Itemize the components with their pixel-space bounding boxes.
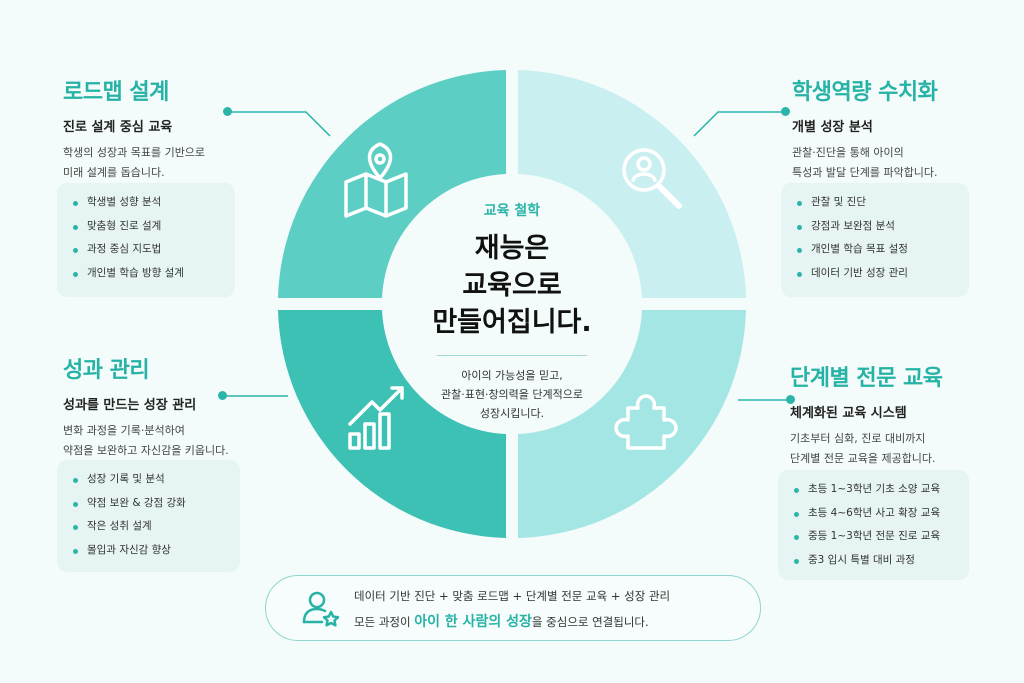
roadmap-title: 로드맵 설계 bbox=[63, 80, 169, 105]
quantify-list: 관찰 및 진단 강점과 보완점 분석 개인별 학습 목표 설정 데이터 기반 성… bbox=[795, 191, 955, 285]
puzzle-icon bbox=[614, 394, 678, 450]
section-roadmap: 로드맵 설계 진로 설계 중심 교육 학생의 성장과 목표를 기반으로 미래 설… bbox=[63, 74, 263, 183]
summary-highlight: 아이 한 사람의 성장 bbox=[414, 614, 532, 630]
performance-desc: 변화 과정을 기록·분석하여 약점을 보완하고 자신감을 키웁니다. bbox=[63, 424, 229, 457]
performance-list-box: 성장 기록 및 분석 약점 보완 & 강점 강화 작은 성취 설계 몰입과 자신… bbox=[57, 460, 240, 572]
center-panel: 교육 철학 재능은 교육으로 만들어집니다. 아이의 가능성을 믿고, 관찰·표… bbox=[382, 200, 642, 423]
list-item: 관찰 및 진단 bbox=[795, 191, 955, 215]
ring-diagram bbox=[278, 70, 746, 538]
connector-dot-performance bbox=[218, 391, 227, 400]
list-item: 데이터 기반 성장 관리 bbox=[795, 262, 955, 286]
performance-subtitle: 성과를 만드는 성장 관리 bbox=[63, 398, 197, 413]
roadmap-list-box: 학생별 성향 분석 맞춤형 진로 설계 과정 중심 지도법 개인별 학습 방향 … bbox=[57, 183, 235, 297]
quantify-desc: 관찰·진단을 통해 아이의 특성과 발달 단계를 파악합니다. bbox=[792, 146, 938, 179]
quadrant-stage bbox=[518, 310, 746, 538]
list-item: 초등 1~3학년 기초 소양 교육 bbox=[792, 478, 955, 502]
list-item: 성장 기록 및 분석 bbox=[71, 468, 226, 492]
list-item: 중등 1~3학년 전문 진로 교육 bbox=[792, 525, 955, 549]
user-star-icon bbox=[302, 591, 340, 627]
roadmap-desc: 학생의 성장과 목표를 기반으로 미래 설계를 돕습니다. bbox=[63, 146, 206, 179]
quantify-title: 학생역량 수치화 bbox=[792, 80, 938, 105]
list-item: 개인별 학습 방향 설계 bbox=[71, 262, 221, 286]
stage-subtitle: 체계화된 교육 시스템 bbox=[790, 406, 907, 421]
list-item: 강점과 보완점 분석 bbox=[795, 215, 955, 239]
quadrant-roadmap bbox=[278, 70, 506, 298]
center-label: 교육 철학 bbox=[483, 203, 541, 219]
connector-dot-stage bbox=[786, 395, 795, 404]
performance-list: 성장 기록 및 분석 약점 보완 & 강점 강화 작은 성취 설계 몰입과 자신… bbox=[71, 468, 226, 562]
section-quantify: 학생역량 수치화 개별 성장 분석 관찰·진단을 통해 아이의 특성과 발달 단… bbox=[792, 74, 1012, 183]
summary-box: 데이터 기반 진단 + 맞춤 로드맵 + 단계별 전문 교육 + 성장 관리 모… bbox=[265, 575, 761, 641]
summary-line2: 모든 과정이 아이 한 사람의 성장을 중심으로 연결됩니다. bbox=[354, 614, 649, 630]
list-item: 학생별 성향 분석 bbox=[71, 191, 221, 215]
stage-list: 초등 1~3학년 기초 소양 교육 초등 4~6학년 사고 확장 교육 중등 1… bbox=[792, 478, 955, 572]
list-item: 약점 보완 & 강점 강화 bbox=[71, 492, 226, 516]
roadmap-subtitle: 진로 설계 중심 교육 bbox=[63, 120, 173, 135]
stage-list-box: 초등 1~3학년 기초 소양 교육 초등 4~6학년 사고 확장 교육 중등 1… bbox=[778, 470, 969, 580]
list-item: 초등 4~6학년 사고 확장 교육 bbox=[792, 502, 955, 526]
list-item: 작은 성취 설계 bbox=[71, 515, 226, 539]
section-stage: 단계별 전문 교육 체계화된 교육 시스템 기초부터 심화, 진로 대비까지 단… bbox=[790, 360, 1015, 469]
connector-dot-quantify bbox=[781, 107, 790, 116]
list-item: 과정 중심 지도법 bbox=[71, 238, 221, 262]
quantify-list-box: 관찰 및 진단 강점과 보완점 분석 개인별 학습 목표 설정 데이터 기반 성… bbox=[781, 183, 969, 297]
growth-chart-icon bbox=[348, 386, 404, 450]
map-pin-icon bbox=[344, 142, 408, 218]
stage-desc: 기초부터 심화, 진로 대비까지 단계별 전문 교육을 제공합니다. bbox=[790, 432, 936, 465]
center-divider bbox=[437, 355, 587, 356]
section-performance: 성과 관리 성과를 만드는 성장 관리 변화 과정을 기록·분석하여 약점을 보… bbox=[63, 352, 278, 461]
list-item: 맞춤형 진로 설계 bbox=[71, 215, 221, 239]
list-item: 중3 입시 특별 대비 과정 bbox=[792, 549, 955, 573]
performance-title: 성과 관리 bbox=[63, 358, 150, 383]
list-item: 개인별 학습 목표 설정 bbox=[795, 238, 955, 262]
roadmap-list: 학생별 성향 분석 맞춤형 진로 설계 과정 중심 지도법 개인별 학습 방향 … bbox=[71, 191, 221, 285]
quantify-subtitle: 개별 성장 분석 bbox=[792, 120, 873, 135]
center-title: 재능은 교육으로 만들어집니다. bbox=[432, 233, 592, 338]
summary-line1: 데이터 기반 진단 + 맞춤 로드맵 + 단계별 전문 교육 + 성장 관리 bbox=[354, 589, 671, 603]
connector-dot-roadmap bbox=[223, 107, 232, 116]
center-desc: 아이의 가능성을 믿고, 관찰·표현·창의력을 단계적으로 성장시킵니다. bbox=[440, 369, 584, 420]
stage-title: 단계별 전문 교육 bbox=[790, 366, 943, 391]
magnifier-person-icon bbox=[622, 148, 682, 209]
list-item: 몰입과 자신감 향상 bbox=[71, 539, 226, 563]
quadrant-performance bbox=[278, 310, 506, 538]
